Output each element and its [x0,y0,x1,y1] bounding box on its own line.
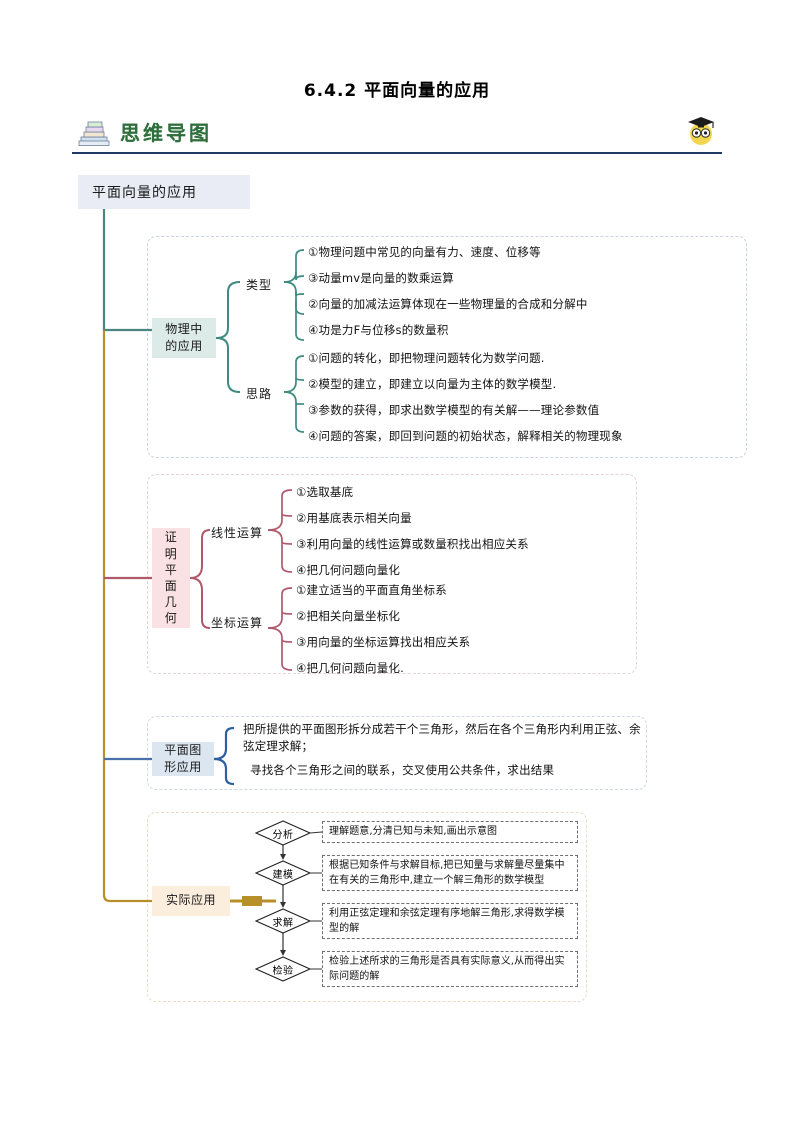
leaf-item: ②用基底表示相关向量 [296,511,412,525]
leaf-item: ③用向量的坐标运算找出相应关系 [296,635,471,649]
leaf-item: ③利用向量的线性运算或数量积找出相应关系 [296,537,529,551]
flow-node-modeling[interactable]: 建模 [256,861,310,885]
subbranch-label-approach: 思路 [246,387,273,401]
flow-text-solving: 利用正弦定理和余弦定理有序地解三角形,求得数学模型的解 [322,903,578,939]
leaf-item: ③参数的获得，即求出数学模型的有关解——理论参数值 [308,403,600,417]
subbranch-label-linear-ops: 线性运算 [211,526,264,540]
subbranch-label-type: 类型 [246,278,273,292]
leaf-item: ④功是力F与位移s的数量积 [308,323,449,337]
branch-node-physics-label: 物理中的应用 [165,321,203,353]
leaf-item: ②模型的建立，即建立以向量为主体的数学模型. [308,377,557,391]
books-icon [78,121,110,146]
subbranch-label-coord-ops: 坐标运算 [211,616,264,630]
leaf-item: ④把几何问题向量化 [296,563,401,577]
leaf-item: ①选取基底 [296,485,354,499]
leaf-item: ②向量的加减法运算体现在一些物理量的合成和分解中 [308,297,588,311]
flow-node-analysis[interactable]: 分析 [256,821,310,845]
section-header: 思维导图 [72,108,722,152]
page-title: 6.4.2 平面向量的应用 [303,81,491,101]
flow-node-solving[interactable]: 求解 [256,909,310,933]
header-divider [72,152,722,154]
leaf-item: ①物理问题中常见的向量有力、速度、位移等 [308,245,541,259]
plane-figure-text-line-2: 寻找各个三角形之间的联系，交叉使用公共条件，求出结果 [250,763,555,777]
flow-node-verification[interactable]: 检验 [256,957,310,981]
flow-text-modeling: 根据已知条件与求解目标,把已知量与求解量尽量集中在有关的三角形中,建立一个解三角… [322,855,578,891]
flow-text-analysis: 理解题意,分清已知与未知,画出示意图 [322,821,578,843]
graduate-owl-icon [688,117,714,145]
branch-node-proof-label: 证明平面几何 [164,530,178,626]
leaf-item: ④问题的答案，即回到问题的初始状态，解释相关的物理现象 [308,429,623,443]
flow-node-solving-label: 求解 [272,917,294,929]
section-container-real-application [147,812,587,1002]
branch-node-physics[interactable]: 物理中的应用 [152,318,216,358]
leaf-item: ②把相关向量坐标化 [296,609,401,623]
branch-node-proof[interactable]: 证明平面几何 [152,528,190,628]
plane-figure-text-line-1: 把所提供的平面图形拆分成若干个三角形，然后在各个三角形内利用正弦、余弦定理求解； [243,722,641,754]
leaf-item: ④把几何问题向量化. [296,661,404,675]
flow-node-verification-label: 检验 [272,965,294,977]
branch-node-real-application[interactable]: 实际应用 [152,886,230,916]
flow-text-verification: 检验上述所求的三角形是否具有实际意义,从而得出实际问题的解 [322,951,578,987]
branch-node-plane-figure-label: 平面图形应用 [164,742,202,774]
flow-node-modeling-label: 建模 [272,869,294,881]
leaf-item: ③动量mv是向量的数乘运算 [308,271,454,285]
branch-node-plane-figure[interactable]: 平面图形应用 [152,742,214,776]
leaf-item: ①问题的转化，即把物理问题转化为数学问题. [308,351,545,365]
mindmap-heading: 思维导图 [120,117,212,146]
leaf-item: ①建立适当的平面直角坐标系 [296,583,447,597]
flow-node-analysis-label: 分析 [272,829,294,841]
root-node: 平面向量的应用 [78,175,250,209]
